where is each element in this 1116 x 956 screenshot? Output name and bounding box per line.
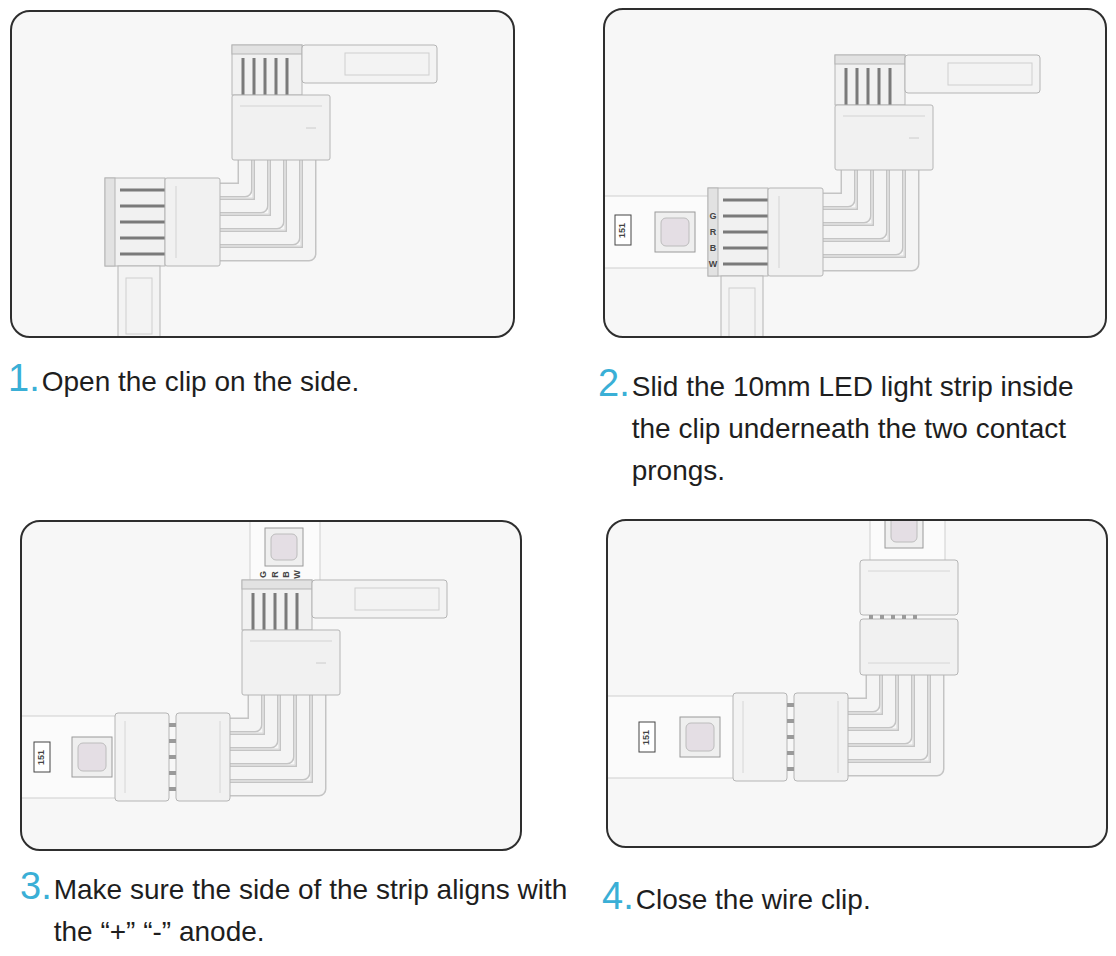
resistor-code: 151 bbox=[643, 729, 652, 744]
pin-name: B bbox=[282, 571, 291, 578]
panel-frame bbox=[606, 519, 1108, 848]
step-panel: 4.Close the wire clip. bbox=[606, 519, 1108, 848]
panel-frame bbox=[10, 10, 515, 338]
step-text: Close the wire clip. bbox=[636, 879, 1102, 921]
pin-name: R bbox=[710, 228, 717, 237]
pin-name: W bbox=[293, 570, 302, 579]
step-caption: 3.Make sure the side of the strip aligns… bbox=[20, 865, 580, 953]
step-text: Make sure the side of the strip aligns w… bbox=[54, 869, 580, 953]
pin-name: G bbox=[259, 570, 268, 577]
step-number: 2. bbox=[598, 362, 630, 404]
step-text: Slid the 10mm LED light strip inside the… bbox=[632, 366, 1110, 492]
pin-name: B bbox=[710, 244, 717, 253]
step-panel: 1.Open the clip on the side. bbox=[10, 10, 515, 338]
resistor-code: 151 bbox=[619, 222, 628, 237]
step-text: Open the clip on the side. bbox=[42, 361, 528, 403]
step-panel: 3.Make sure the side of the strip aligns… bbox=[20, 520, 522, 851]
panel-frame bbox=[20, 520, 522, 851]
step-number: 3. bbox=[20, 865, 52, 907]
step-caption: 1.Open the clip on the side. bbox=[8, 357, 528, 403]
pin-name: W bbox=[709, 260, 718, 269]
resistor-code: 151 bbox=[38, 749, 47, 764]
step-caption: 2.Slid the 10mm LED light strip inside t… bbox=[598, 362, 1110, 492]
step-panel: 2.Slid the 10mm LED light strip inside t… bbox=[603, 8, 1107, 338]
pin-name: G bbox=[709, 212, 716, 221]
step-number: 1. bbox=[8, 357, 40, 399]
step-caption: 4.Close the wire clip. bbox=[602, 875, 1102, 921]
step-number: 4. bbox=[602, 875, 634, 917]
pin-name: R bbox=[271, 571, 280, 578]
panel-frame bbox=[603, 8, 1107, 338]
